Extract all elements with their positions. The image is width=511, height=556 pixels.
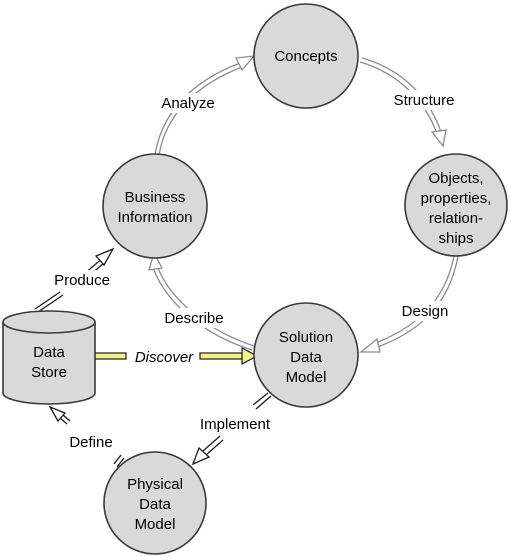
objects-label-line-1: Objects, <box>428 170 483 187</box>
produce-label: Produce <box>54 272 110 289</box>
data-store-cylinder: Data Store <box>2 310 96 405</box>
analyze-label: Analyze <box>161 95 214 112</box>
objects-label-line-3: relation- <box>429 210 483 227</box>
define-label: Define <box>69 434 112 451</box>
solution-label-line-2: Data <box>290 349 322 366</box>
concepts-node: Concepts <box>253 3 359 109</box>
objects-label-line-4: ships <box>438 230 473 247</box>
objects-label-line-2: properties, <box>421 190 492 207</box>
describe-arrow <box>148 251 255 351</box>
solution-data-model-node: Solution Data Model <box>253 302 359 408</box>
structure-label: Structure <box>394 92 455 109</box>
data-store-label-line-2: Store <box>31 364 67 381</box>
design-label: Design <box>402 303 449 320</box>
implement-label: Implement <box>200 416 271 433</box>
solution-label-line-3: Model <box>286 369 327 386</box>
discover-arrow <box>91 347 259 365</box>
business-label-line-1: Business <box>125 189 186 206</box>
physical-label-line-3: Model <box>135 516 176 533</box>
concepts-label-line-1: Concepts <box>274 48 337 65</box>
data-store-label-line-1: Data <box>33 344 65 361</box>
physical-label-line-2: Data <box>139 496 171 513</box>
objects-node: Objects, properties, relation- ships <box>404 153 508 257</box>
physical-label-line-1: Physical <box>127 476 183 493</box>
solution-label-line-1: Solution <box>279 329 333 346</box>
implement-arrow <box>191 392 272 466</box>
business-label-line-2: Information <box>117 209 192 226</box>
discover-label: Discover <box>135 349 194 366</box>
define-arrow <box>48 405 125 468</box>
business-information-node: Business Information <box>102 153 208 259</box>
physical-data-model-node: Physical Data Model <box>103 451 207 555</box>
describe-label: Describe <box>164 310 223 327</box>
